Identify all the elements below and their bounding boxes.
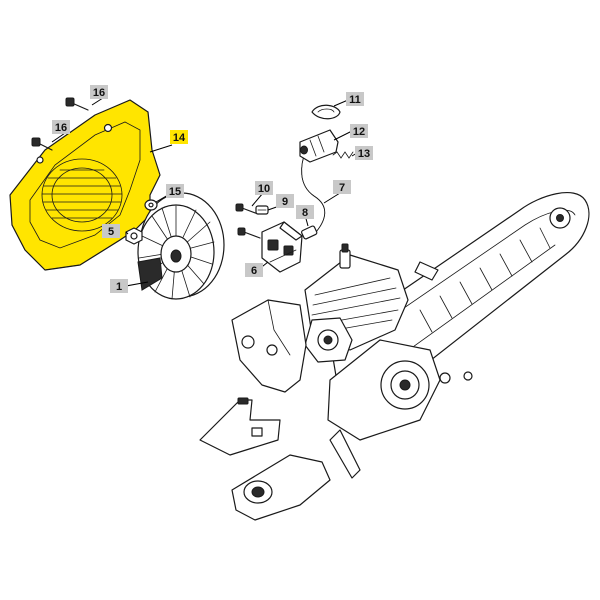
callout-label: 12 [353,126,365,138]
callout-label: 13 [358,148,370,160]
callout-label: 10 [258,183,270,195]
callout-label: 16 [93,87,105,99]
callout-label: 14 [173,132,186,144]
housing-screw-hole-left [36,156,44,164]
screw-16-left[interactable] [31,137,53,151]
nut-part[interactable] [125,227,143,245]
fan-housing-inner-rim [29,121,141,249]
spacer-9[interactable] [255,205,269,215]
engine-assembly [199,191,590,521]
fan-housing-grille [41,158,123,232]
callout-label: 15 [169,186,181,198]
callout-label: 6 [251,265,257,277]
callout-label: 9 [282,196,288,208]
callout-16b[interactable]: 16 [52,120,70,134]
fan-housing-shell [9,99,161,271]
housing-screw-hole-top [103,123,113,133]
callout-10[interactable]: 10 [255,181,273,195]
callout-label: 11 [349,94,361,106]
callout-8[interactable]: 8 [296,205,314,219]
lower-handle [231,454,331,521]
plug-nipple-part[interactable] [301,225,318,240]
callout-6[interactable]: 6 [245,263,263,277]
fan-housing-part[interactable] [9,99,161,271]
screw-10[interactable] [235,203,259,215]
callout-14[interactable]: 14 [170,130,188,144]
ignition-lead-part[interactable] [301,149,326,233]
callout-16a[interactable]: 16 [90,85,108,99]
screw-10b[interactable] [237,227,261,239]
callout-label: 16 [55,122,67,134]
clip-part[interactable] [311,104,341,120]
callout-label: 7 [339,182,345,194]
callout-9[interactable]: 9 [276,194,294,208]
callout-13[interactable]: 13 [355,146,373,160]
screw-16-top[interactable] [65,97,89,111]
callout-7[interactable]: 7 [333,180,351,194]
flywheel-magnet [137,257,163,291]
tube-ribs [419,227,551,333]
callout-11[interactable]: 11 [346,92,364,106]
callout-12[interactable]: 12 [350,124,368,138]
washer-part[interactable] [144,199,158,211]
spark-plug-boot-part[interactable] [299,129,339,163]
flywheel-part[interactable] [137,192,225,300]
callout-label: 5 [108,226,114,238]
callout-5[interactable]: 5 [102,224,120,238]
spring-part[interactable] [332,151,354,159]
ignition-module-part[interactable] [261,221,303,273]
callout-label: 1 [116,281,122,293]
callout-15[interactable]: 15 [166,184,184,198]
callout-1[interactable]: 1 [110,279,128,293]
mounting-bracket [199,399,281,456]
callout-label: 8 [302,207,308,219]
